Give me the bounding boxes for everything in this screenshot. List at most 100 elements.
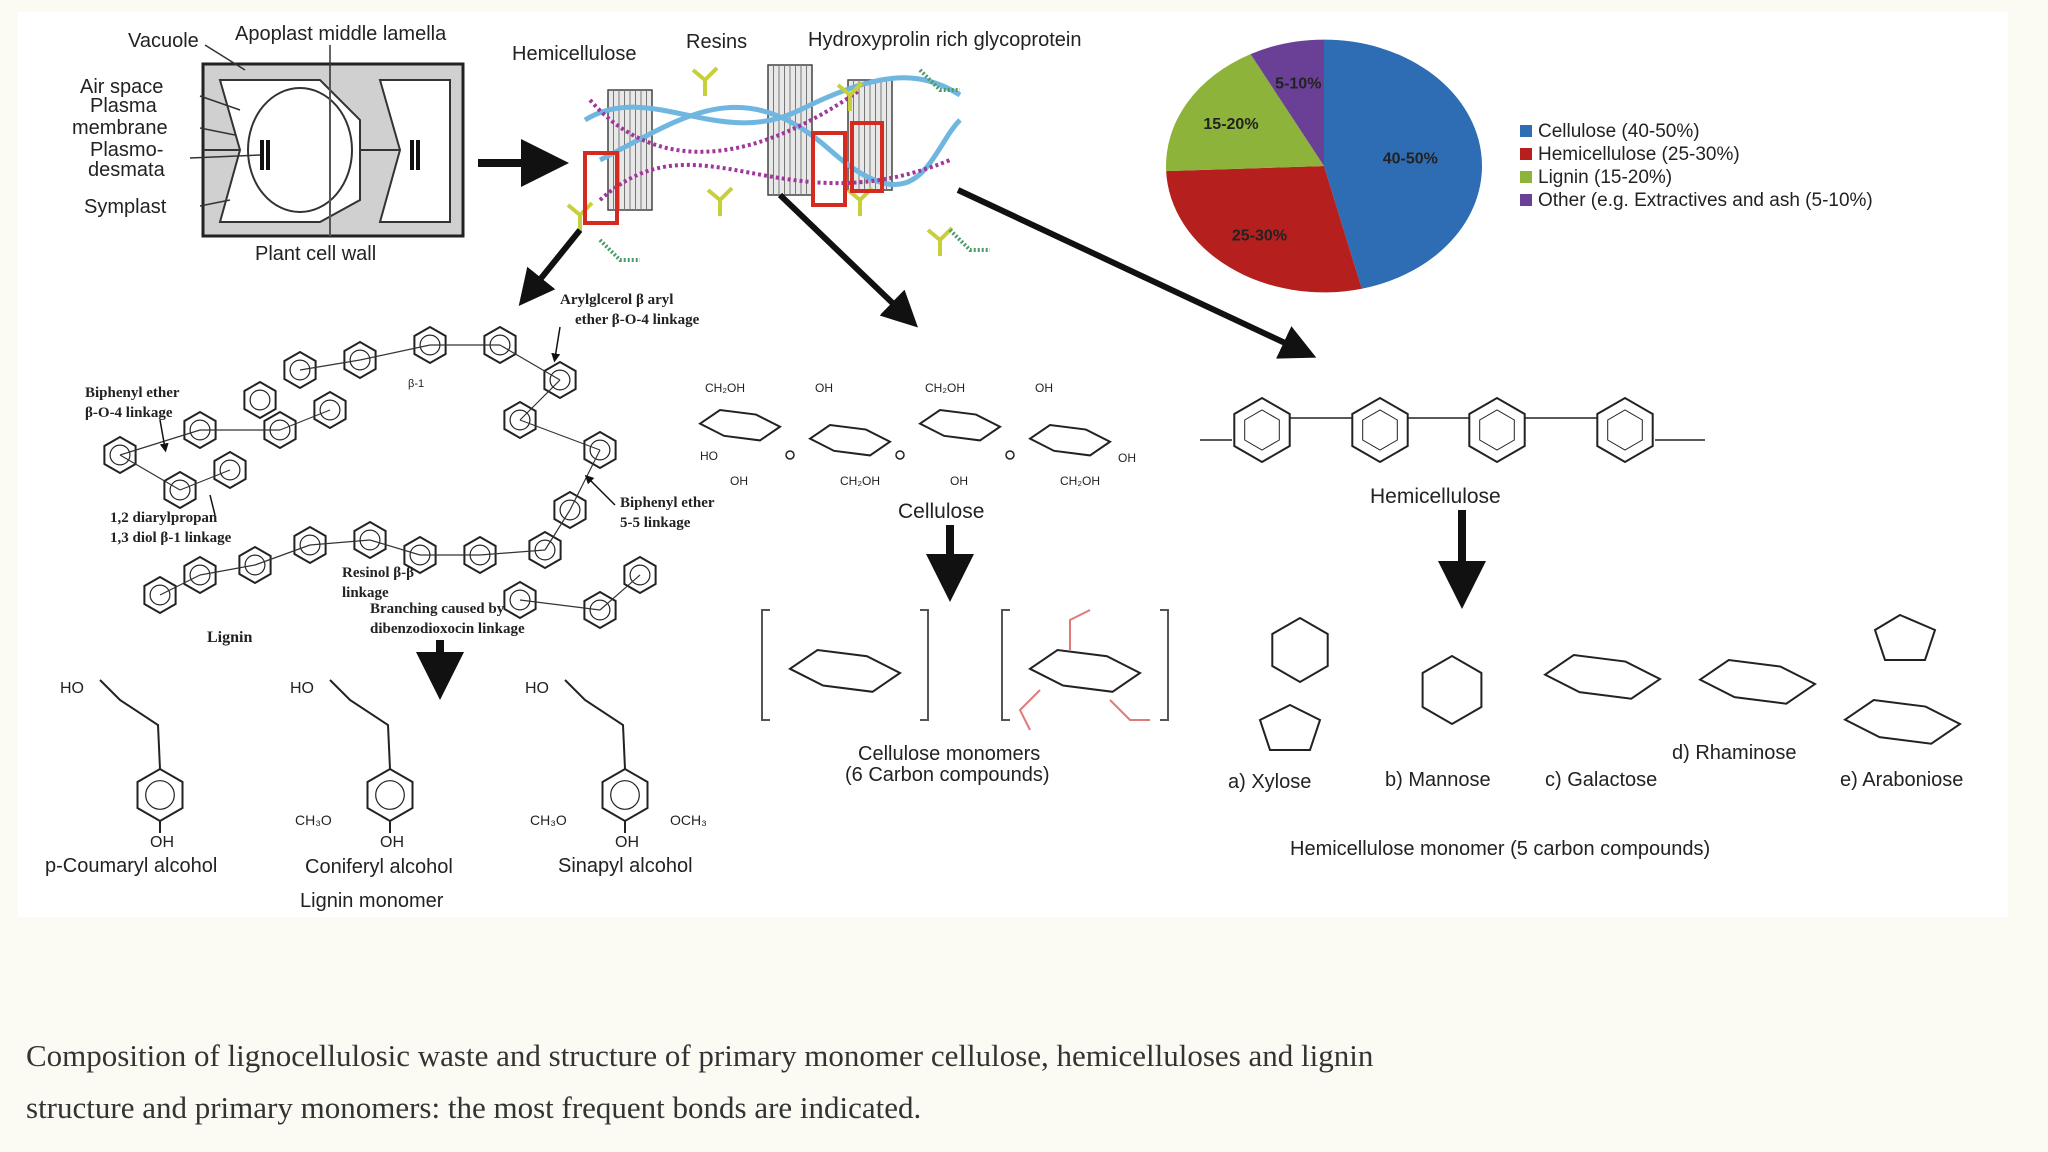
pie-slice-1	[1324, 39, 1482, 289]
lignin-monomer-ho: HO	[525, 680, 549, 697]
label-apoplast: Apoplast middle lamella	[235, 23, 447, 45]
cellulose-group-oh: CH₂OH	[1060, 474, 1100, 488]
lignin-linkage-beta1: β-1	[408, 378, 424, 390]
legend-swatch-4	[1520, 194, 1532, 206]
highlight-box-3	[850, 121, 884, 193]
hemi-monomer-araboniose: e) Araboniose	[1840, 769, 1963, 791]
lignin-monomer-oh: OH	[150, 834, 174, 851]
hemi-monomer-title: Hemicellulose monomer (5 carbon compound…	[1290, 838, 1710, 860]
lignin-strand	[588, 88, 862, 154]
lignin-ring	[243, 380, 277, 420]
legend-swatch-1	[1520, 125, 1532, 137]
cellulose-monomer-1	[761, 609, 929, 721]
lignin-ring	[143, 575, 177, 615]
araboniose-structure-1	[1873, 613, 1937, 661]
cellulose-group-oh-end: OH	[1118, 451, 1136, 465]
lignin-monomer-name-1: p-Coumaryl alcohol	[45, 855, 217, 877]
cellulose-ring-1	[698, 408, 782, 442]
legend-label-3: Lignin (15-20%)	[1538, 167, 1672, 188]
lignin-monomer-oh: OH	[380, 834, 404, 851]
cellulose-group-ch2oh: CH₂OH	[925, 381, 965, 395]
label-glycoprotein: Hydroxyprolin rich glycoprotein	[808, 29, 1081, 51]
pie-slice-label-4: 5-10%	[1275, 76, 1321, 93]
label-symplast: Symplast	[84, 196, 167, 218]
lignin-ring	[183, 555, 217, 595]
lignin-linkage-biphenyl55-2: 5-5 linkage	[620, 515, 691, 531]
lignin-monomer-1: HO OH	[60, 679, 184, 851]
resin-molecule	[706, 186, 734, 216]
lignin-monomer-2: HO OH CH₃O	[290, 679, 414, 851]
lignin-ring	[583, 590, 617, 630]
arrow-to-cellulose	[777, 192, 918, 328]
hemi-monomer-mannose: b) Mannose	[1385, 769, 1491, 791]
hemicellulose-strand	[598, 105, 962, 188]
cellulose-monomer-2	[1001, 609, 1169, 731]
cellulose-ring-4	[1028, 423, 1112, 457]
rhaminose-structure	[1698, 658, 1817, 705]
cellulose-group-oh: OH	[950, 474, 968, 488]
araboniose-structure-2	[1843, 698, 1962, 745]
lignin-monomer-name-2: Coniferyl alcohol	[305, 856, 453, 878]
cellulose-group-oh: CH₂OH	[840, 474, 880, 488]
glycoprotein-chain	[918, 68, 960, 92]
lignin-ring	[353, 520, 387, 560]
pie-slice-label-2: 25-30%	[1232, 228, 1287, 245]
lignin-linkage-branching-2: dibenzodioxocin linkage	[370, 621, 525, 637]
label-membrane: membrane	[72, 117, 168, 139]
hemi-monomer-rhaminose: d) Rhaminose	[1672, 742, 1797, 764]
plant-cell-wall-diagram: Vacuole Apoplast middle lamella Air spac…	[72, 23, 465, 265]
cellulose-group-ho: HO	[700, 449, 718, 463]
lignin-monomer-ho: HO	[60, 680, 84, 697]
caption-line-1: Composition of lignocellulosic waste and…	[26, 1038, 1374, 1073]
legend-swatch-2	[1520, 148, 1532, 160]
lignin-monomer-oh: OH	[615, 834, 639, 851]
resin-molecule	[836, 81, 864, 111]
lignin-ring	[553, 490, 587, 530]
xylose-structure-2	[1258, 703, 1322, 751]
xylose-structure-1	[1271, 616, 1329, 684]
lignin-monomer-methoxy-right: OCH₃	[670, 812, 707, 828]
lignin-monomer-ho: HO	[290, 680, 314, 697]
lignin-ring	[343, 340, 377, 380]
lignin-ring	[528, 530, 562, 570]
cellulose-group-ch2oh: OH	[1035, 381, 1053, 395]
label-resins: Resins	[686, 31, 747, 53]
lignin-ring	[238, 545, 272, 585]
lignin-strand	[598, 158, 951, 202]
lignin-linkage-biphenyl-1: Biphenyl ether	[85, 385, 180, 401]
lignin-ring	[623, 555, 657, 595]
lignin-linkage-resinol-2: linkage	[342, 585, 389, 601]
pie-slice-4	[1250, 39, 1324, 166]
lignin-monomer-title: Lignin monomer	[300, 890, 444, 912]
hemicellulose-ring-3	[1468, 396, 1526, 464]
lignin-monomer-name-3: Sinapyl alcohol	[558, 855, 693, 877]
lignin-ring	[293, 525, 327, 565]
legend-label-4: Other (e.g. Extractives and ash (5-10%)	[1538, 190, 1873, 211]
label-plasmo: Plasmo-	[90, 139, 163, 161]
lignin-monomer-methoxy-left: CH₃O	[295, 812, 332, 828]
galactose-structure	[1543, 653, 1662, 700]
hemicellulose-ring-4	[1596, 396, 1654, 464]
caption-line-2: structure and primary monomers: the most…	[26, 1090, 922, 1125]
highlight-box-2	[811, 131, 847, 207]
lignin-ring	[503, 580, 537, 620]
hemicellulose-strand	[583, 75, 962, 126]
legend-label-1: Cellulose (40-50%)	[1538, 121, 1700, 142]
glycoprotein-chain	[598, 238, 640, 262]
cellulose-group-ch2oh: CH₂OH	[705, 381, 745, 395]
resin-molecule	[691, 66, 719, 96]
lignin-ring	[503, 400, 537, 440]
highlight-box-1	[583, 151, 619, 225]
lignin-linkage-diarylpropan-2: 1,3 diol β-1 linkage	[110, 530, 232, 546]
hemicellulose-ring-2	[1351, 396, 1409, 464]
lignin-structure: Arylglcerol β aryl ether β-O-4 linkage B…	[85, 292, 715, 646]
lignin-ring	[583, 430, 617, 470]
cellulose-monomers-title-2: (6 Carbon compounds)	[845, 764, 1050, 786]
cellulose-ring-3	[918, 408, 1002, 442]
lignin-monomer-methoxy-left: CH₃O	[530, 812, 567, 828]
lignin-monomers: HO OH HO OH CH₃O HO OH CH₃O OCH₃	[60, 679, 707, 851]
microfibril-diagram: Hemicellulose Resins Hydroxyprolin rich …	[512, 29, 1081, 262]
lignin-linkage-resinol-1: Resinol β-β	[342, 565, 414, 581]
cellulose-monomers	[761, 609, 1169, 731]
